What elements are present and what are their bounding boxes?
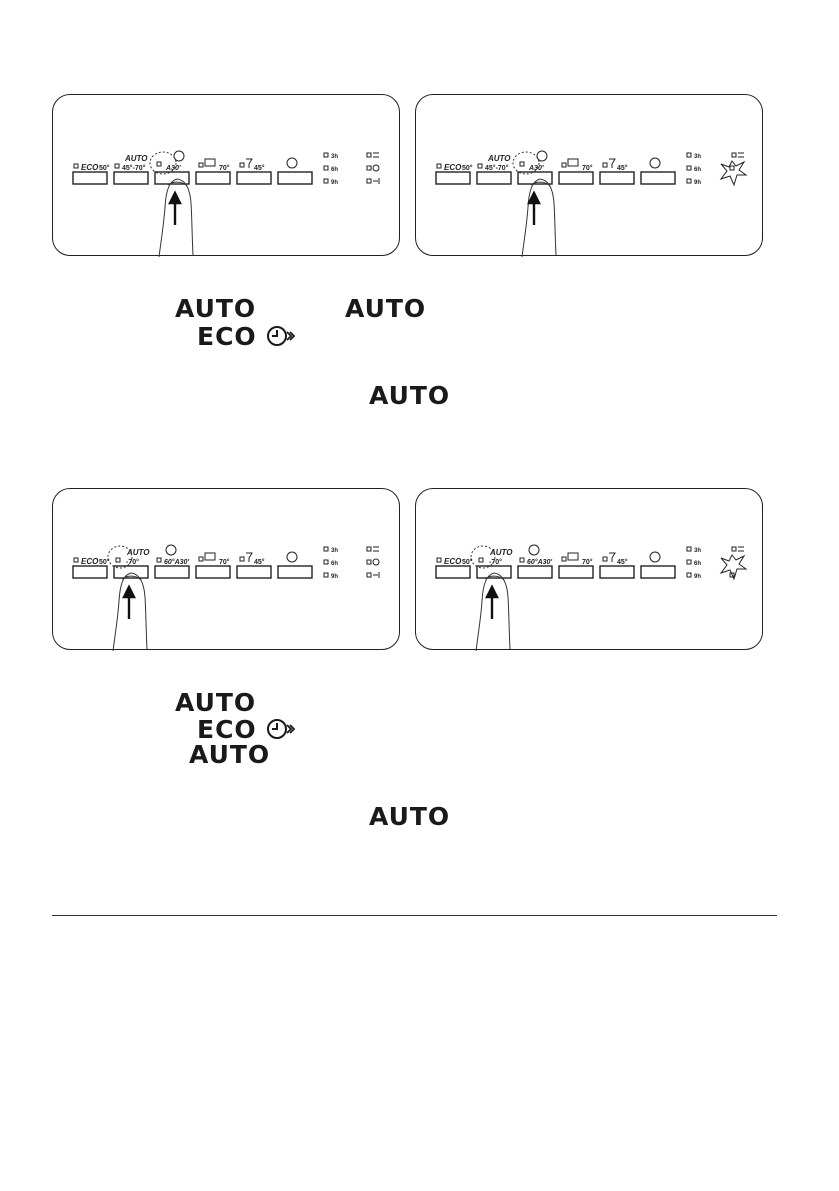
delay-6h: 6h (331, 167, 338, 173)
eco-temp: 50° (99, 558, 110, 566)
glass-temp: 45° (617, 558, 628, 566)
eco-label: ECO (81, 163, 99, 172)
control-panel-illustration-3: ECO 50° AUTO -70° 60°A30' 70° 45° 3h 6h … (52, 488, 400, 651)
intensive-temp: 70° (582, 558, 593, 566)
glass-icon (609, 552, 616, 562)
panel-drawing: ECO 50° AUTO 45°-70° A30' 70° 45° 3h 6h … (72, 150, 380, 257)
auto-range: -70° (126, 558, 139, 566)
flashing-light-icon (719, 160, 748, 187)
auto-label: AUTO (489, 548, 513, 557)
delay-3h: 3h (331, 548, 338, 554)
panel-drawing: ECO 50° AUTO -70° 60°A30' 70° 45° 3h 6h … (72, 544, 380, 651)
glass-temp: 45° (254, 164, 265, 172)
delay-9h: 9h (331, 180, 338, 186)
timesaver-icon (373, 546, 379, 552)
auto-label: AUTO (126, 548, 150, 557)
pot-icon (567, 158, 579, 167)
end-arrow-icon (373, 572, 380, 578)
auto-range: 45°-70° (485, 164, 509, 172)
timesaver-icon (373, 152, 379, 158)
panel-drawing: ECO 50° AUTO -70° 60°A30' 70° 45° 3h 6h … (435, 544, 748, 651)
press-arrow-icon (527, 190, 541, 225)
panel-drawing: ECO 50° AUTO 45°-70° A30' 70° 45° 3h 6h … (435, 150, 748, 257)
auto-range: -70° (489, 558, 502, 566)
delay-icon (286, 551, 298, 563)
a30-label: 60°A30' (164, 558, 189, 566)
end-arrow-icon (373, 178, 380, 184)
glass-temp: 45° (617, 164, 628, 172)
a30-label: A30' (528, 165, 544, 172)
intensive-temp: 70° (219, 164, 230, 172)
delay-start-icon (267, 719, 296, 739)
horizontal-divider (52, 915, 777, 916)
press-arrow-icon (485, 584, 499, 619)
auto-word-1c: AUTO (369, 381, 451, 410)
control-panel-illustration-1: ECO 50° AUTO 45°-70° A30' 70° 45° 3h 6h … (52, 94, 400, 257)
glass-icon (246, 552, 253, 562)
glass-icon (246, 158, 253, 168)
eco-label: ECO (444, 557, 462, 566)
eco-label: ECO (444, 163, 462, 172)
eco-temp: 50° (462, 164, 473, 172)
auto-word-2b: AUTO (189, 740, 271, 769)
a30-label: 60°A30' (527, 558, 552, 566)
delay-icon (649, 157, 661, 169)
delay-icon (286, 157, 298, 169)
delay-9h: 9h (694, 574, 701, 580)
pot-icon (567, 552, 579, 561)
eco-word-2: ECO (197, 715, 257, 744)
a30-label: A30' (165, 165, 181, 172)
auto-range: 45°-70° (122, 164, 146, 172)
delay-3h: 3h (331, 154, 338, 160)
delay-9h: 9h (694, 180, 701, 186)
intensive-temp: 70° (582, 164, 593, 172)
delay-6h: 6h (694, 167, 701, 173)
control-panel-illustration-4: ECO 50° AUTO -70° 60°A30' 70° 45° 3h 6h … (415, 488, 763, 651)
eco-label: ECO (81, 557, 99, 566)
press-arrow-icon (168, 190, 182, 225)
pot-icon (204, 552, 216, 561)
delay-6h: 6h (331, 561, 338, 567)
delay-3h: 3h (694, 154, 701, 160)
delay-icon (649, 551, 661, 563)
flashing-light-icon (719, 554, 748, 581)
delay-start-icon (267, 326, 296, 346)
delay-6h: 6h (694, 561, 701, 567)
glass-temp: 45° (254, 558, 265, 566)
intensive-temp: 70° (219, 558, 230, 566)
auto-wash-icon (372, 558, 380, 566)
pot-icon (204, 158, 216, 167)
auto-label: AUTO (124, 154, 148, 163)
delay-9h: 9h (331, 574, 338, 580)
auto-word-2c: AUTO (369, 802, 451, 831)
delay-3h: 3h (694, 548, 701, 554)
auto-word-1b: AUTO (345, 294, 427, 323)
glass-icon (609, 158, 616, 168)
auto-word-2a: AUTO (175, 688, 257, 717)
auto-label: AUTO (487, 154, 511, 163)
auto-word-1a: AUTO (175, 294, 257, 323)
eco-temp: 50° (99, 164, 110, 172)
auto-wash-icon (372, 164, 380, 172)
eco-temp: 50° (462, 558, 473, 566)
press-arrow-icon (122, 584, 136, 619)
eco-word-1: ECO (197, 322, 257, 351)
control-panel-illustration-2: ECO 50° AUTO 45°-70° A30' 70° 45° 3h 6h … (415, 94, 763, 257)
